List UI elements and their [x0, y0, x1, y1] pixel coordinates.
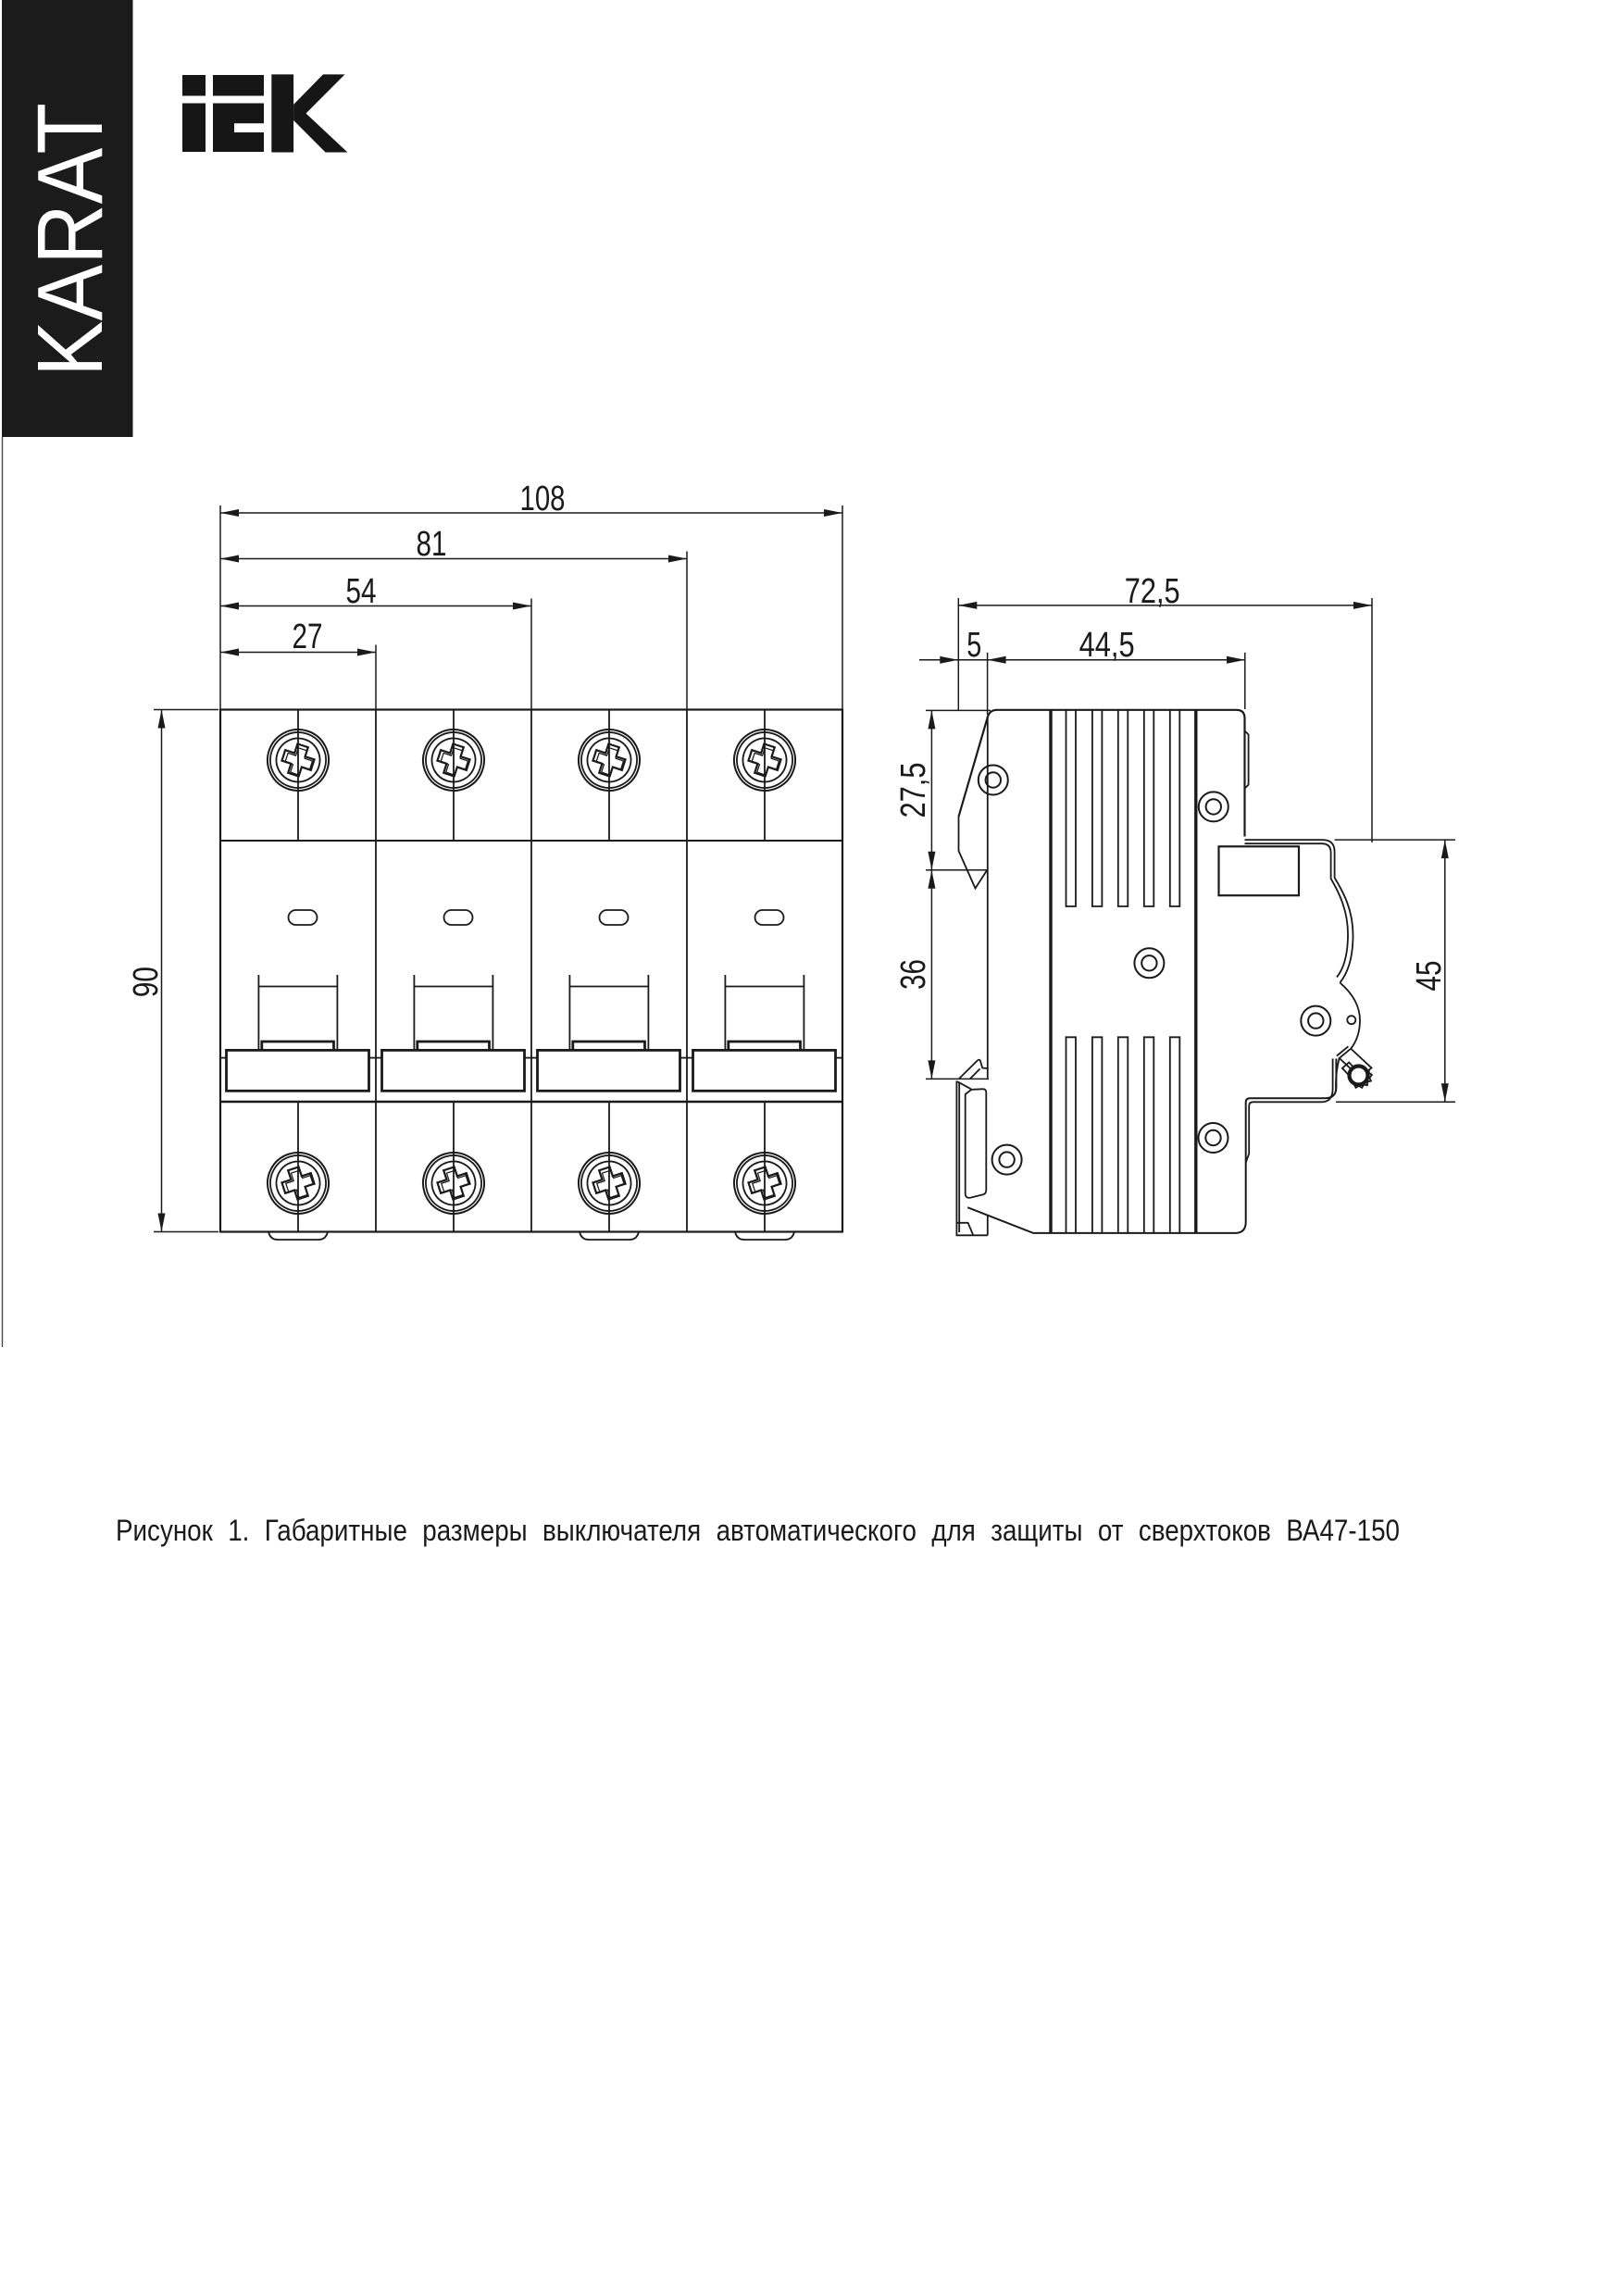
svg-text:5: 5 — [966, 626, 981, 665]
svg-text:45: 45 — [1410, 961, 1449, 992]
svg-text:44,5: 44,5 — [1079, 626, 1135, 665]
svg-text:72,5: 72,5 — [1125, 572, 1180, 611]
svg-text:81: 81 — [417, 525, 447, 564]
svg-text:KARAT: KARAT — [19, 103, 122, 377]
svg-text:54: 54 — [346, 572, 377, 611]
svg-text:108: 108 — [520, 480, 566, 518]
svg-text:Рисунок 1. Габаритные размеры: Рисунок 1. Габаритные размеры выключател… — [116, 1514, 1400, 1547]
svg-text:27: 27 — [293, 618, 323, 656]
svg-text:36: 36 — [894, 959, 933, 990]
svg-text:90: 90 — [127, 967, 166, 997]
svg-text:27,5: 27,5 — [894, 763, 933, 818]
